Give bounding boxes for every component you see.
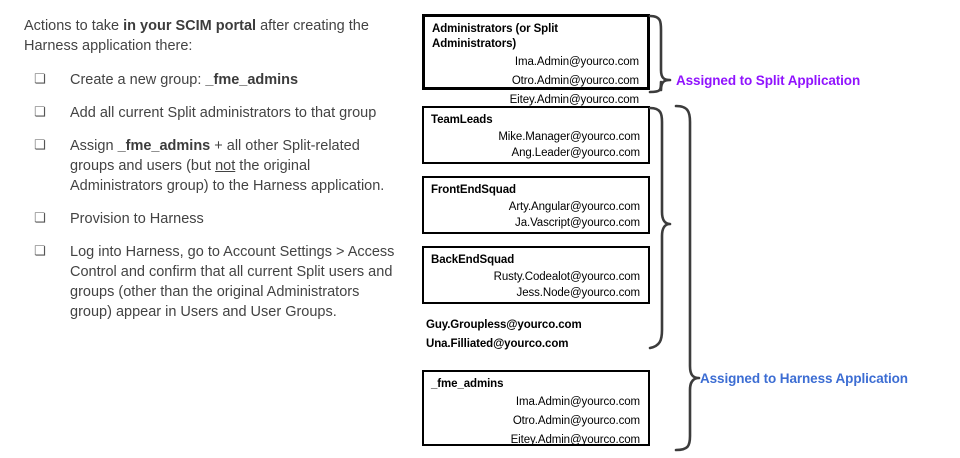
checkbox-icon[interactable]: ❏ [34,211,46,226]
checklist-item-label: Log into Harness, go to Account Settings… [70,244,395,320]
group-title: FrontEndSquad [431,184,516,196]
checkbox-icon[interactable]: ❏ [34,72,46,87]
checklist-item-verify[interactable]: ❏ Log into Harness, go to Account Setting… [24,242,404,322]
checklist-item-label: Create a new group: _fme_admins [70,72,299,88]
group-member: Ima.Admin@yourco.com [514,56,639,68]
assigned-to-harness-application-label: Assigned to Harness Application [700,371,908,386]
checklist-item-label: Assign _fme_admins + all other Split-rel… [70,138,385,194]
checkbox-icon[interactable]: ❏ [34,105,46,120]
checklist-item-provision[interactable]: ❏ Provision to Harness [24,209,404,229]
groups-panel: Administrators (or Split Administrators)… [422,0,662,458]
group-member: Ja.Vascript@yourco.com [515,217,640,229]
group-member: Mike.Manager@yourco.com [498,131,640,143]
group-title: BackEndSquad [431,254,515,266]
group-title: TeamLeads [431,114,493,126]
group-member: Jess.Node@yourco.com [516,287,641,299]
group-box-administrators[interactable]: Administrators (or Split Administrators)… [422,14,650,106]
intro-text-part2: after creating the Harness application t… [24,18,369,54]
checkbox-icon[interactable]: ❏ [34,138,46,153]
group-member: Rusty.Codealot@yourco.com [493,271,640,283]
ungrouped-user: Guy.Groupless@yourco.com [426,319,582,331]
group-member: Otro.Admin@yourco.com [511,75,639,87]
checklist: ❏ Create a new group: _fme_admins ❏ Add all… [24,70,404,322]
group-member: Ima.Admin@yourco.com [515,396,640,408]
intro-text-bold: in your SCIM portal [123,18,257,34]
checklist-item-add-admins[interactable]: ❏ Add all current Split administrators to… [24,103,404,123]
checklist-item-label: Provision to Harness [70,211,204,227]
group-member: Ang.Leader@yourco.com [511,147,641,159]
ungrouped-user: Una.Filliated@yourco.com [426,338,569,350]
group-title: _fme_admins [431,378,504,390]
assigned-to-split-application-label: Assigned to Split Application [676,73,861,88]
checklist-item-label: Add all current Split administrators to … [70,105,377,121]
group-member: Otro.Admin@yourco.com [512,415,640,427]
checklist-item-assign-groups[interactable]: ❏ Assign _fme_admins + all other Split-re… [24,136,404,196]
group-title: Administrators (or Split Administrators) [432,23,559,50]
checklist-item-create-group[interactable]: ❏ Create a new group: _fme_admins [24,70,404,90]
brace-harness-application [674,104,701,452]
group-member: Arty.Angular@yourco.com [508,201,640,213]
group-member: Eitey.Admin@yourco.com [509,94,640,106]
checkbox-icon[interactable]: ❏ [34,244,46,259]
intro-text-part1: Actions to take [24,18,124,34]
intro-paragraph: Actions to take in your SCIM portal afte… [24,16,404,56]
instructions-panel: Actions to take in your SCIM portal afte… [24,16,404,335]
group-member: Eitey.Admin@yourco.com [510,434,641,446]
